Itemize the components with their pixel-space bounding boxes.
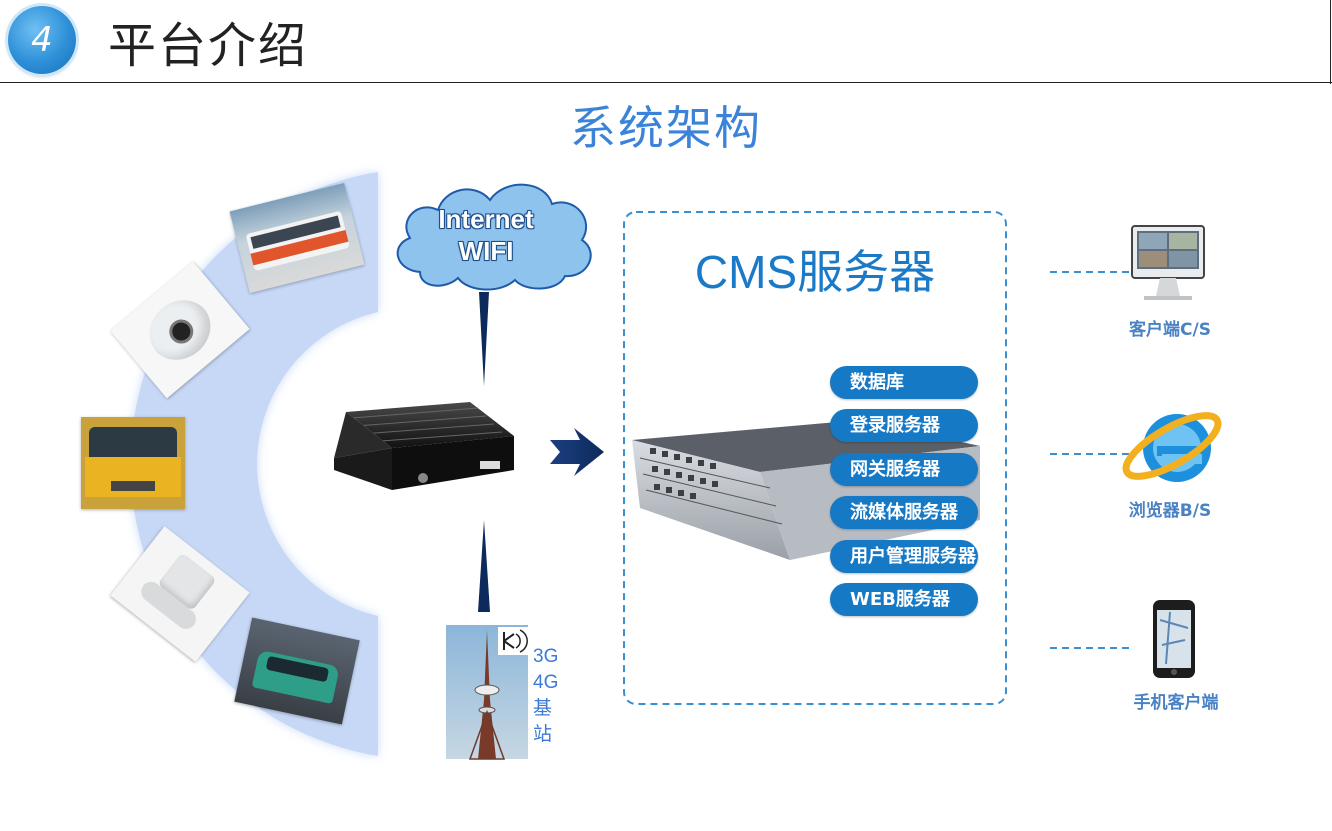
client-mobile-label: 手机客户端 <box>1133 693 1219 713</box>
wifi-link <box>479 292 489 386</box>
mobile-dvr-device <box>334 402 514 490</box>
data-flow-arrow <box>550 428 604 476</box>
cloud-line-wifi: WIFI <box>458 236 514 266</box>
internet-cloud <box>396 183 592 291</box>
tower-label-zhan: 站 <box>533 724 553 745</box>
cms-server-title: CMS服务器 <box>694 246 936 298</box>
cloud-label: Internet WIFI <box>386 203 586 267</box>
client-bs-label: 浏览器B/S <box>1128 501 1212 521</box>
client-cs-label: 客户端C/S <box>1129 320 1211 340</box>
tower-photo <box>446 625 528 760</box>
diagram-title: 系统架构 <box>570 101 762 155</box>
section-title: 平台介绍 <box>108 18 309 74</box>
tower-label-ji: 基 <box>533 698 553 719</box>
monitor-icon <box>1131 225 1205 300</box>
module-database: 数据库 <box>830 366 978 399</box>
module-streaming-server: 流媒体服务器 <box>830 496 978 529</box>
header: 4 平台介绍 <box>0 0 1332 84</box>
phone-icon <box>1153 600 1195 678</box>
cellular-link <box>478 520 490 612</box>
cloud-line-internet: Internet <box>438 204 534 234</box>
module-user-management-server: 用户管理服务器 <box>830 540 978 573</box>
school-bus-photo <box>81 417 185 509</box>
header-divider <box>0 82 1332 83</box>
module-web-server: WEB服务器 <box>830 583 978 616</box>
tower-label-3g: 3G <box>533 646 559 667</box>
tower-label-4g: 4G <box>533 672 559 693</box>
module-login-server: 登录服务器 <box>830 409 978 442</box>
module-gateway-server: 网关服务器 <box>830 453 978 486</box>
section-number-badge: 4 <box>8 6 76 74</box>
ie-browser-icon <box>1122 412 1222 482</box>
header-edge <box>1330 0 1331 84</box>
